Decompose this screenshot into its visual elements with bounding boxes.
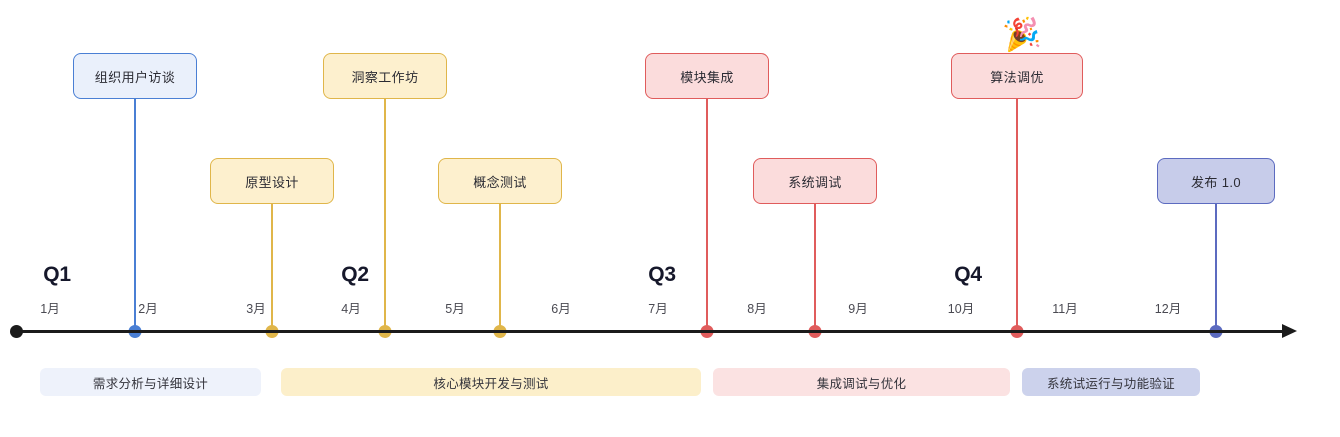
month-label: 8月 xyxy=(747,302,767,316)
axis-arrow-icon xyxy=(1282,324,1297,338)
milestone-label: 原型设计 xyxy=(245,174,299,190)
milestone-connector xyxy=(271,204,273,331)
phase-label: 集成调试与优化 xyxy=(816,376,907,391)
month-label: 10月 xyxy=(947,302,975,316)
milestone-label: 概念测试 xyxy=(473,174,527,190)
milestone-connector xyxy=(1016,99,1018,331)
month-label: 4月 xyxy=(341,302,361,316)
phase-label: 系统试运行与功能验证 xyxy=(1046,376,1175,391)
quarter-label: Q3 xyxy=(648,263,676,286)
party-popper-icon: 🎉 xyxy=(1001,15,1043,54)
month-label: 7月 xyxy=(648,302,668,316)
milestone-label: 模块集成 xyxy=(680,69,734,85)
milestone-label: 系统调试 xyxy=(788,174,842,190)
milestone-box[interactable]: 组织用户访谈 xyxy=(73,53,197,99)
milestone-connector xyxy=(814,204,816,331)
milestone-box[interactable]: 算法调优 xyxy=(951,53,1083,99)
month-label: 3月 xyxy=(246,302,266,316)
milestone-label: 发布 1.0 xyxy=(1190,174,1242,190)
milestone-box[interactable]: 原型设计 xyxy=(210,158,334,204)
phase-bar[interactable]: 需求分析与详细设计 xyxy=(40,368,261,396)
milestone-connector xyxy=(384,99,386,331)
month-label: 11月 xyxy=(1052,302,1078,316)
quarter-label: Q4 xyxy=(954,263,982,286)
month-label: 2月 xyxy=(138,302,158,316)
milestone-connector xyxy=(706,99,708,331)
month-label: 9月 xyxy=(848,302,868,316)
phase-bar[interactable]: 系统试运行与功能验证 xyxy=(1022,368,1200,396)
milestone-box[interactable]: 系统调试 xyxy=(753,158,877,204)
milestone-box[interactable]: 概念测试 xyxy=(438,158,562,204)
phase-bar[interactable]: 核心模块开发与测试 xyxy=(281,368,701,396)
timeline-axis xyxy=(16,330,1290,333)
phase-bar[interactable]: 集成调试与优化 xyxy=(713,368,1010,396)
milestone-connector xyxy=(1215,204,1217,331)
milestone-label: 洞察工作坊 xyxy=(351,69,419,85)
month-label: 1月 xyxy=(40,302,60,316)
milestone-label: 算法调优 xyxy=(990,69,1044,85)
milestone-box[interactable]: 发布 1.0 xyxy=(1157,158,1275,204)
quarter-label: Q2 xyxy=(341,263,369,286)
month-label: 12月 xyxy=(1154,302,1182,316)
milestone-connector xyxy=(499,204,501,331)
milestone-box[interactable]: 洞察工作坊 xyxy=(323,53,447,99)
month-label: 5月 xyxy=(445,302,465,316)
phase-label: 核心模块开发与测试 xyxy=(433,376,549,391)
milestone-box[interactable]: 模块集成 xyxy=(645,53,769,99)
milestone-label: 组织用户访谈 xyxy=(94,69,176,85)
axis-start-dot xyxy=(10,325,23,338)
quarter-label: Q1 xyxy=(43,263,71,286)
month-label: 6月 xyxy=(551,302,571,316)
phase-label: 需求分析与详细设计 xyxy=(92,376,209,391)
milestone-connector xyxy=(134,99,136,331)
